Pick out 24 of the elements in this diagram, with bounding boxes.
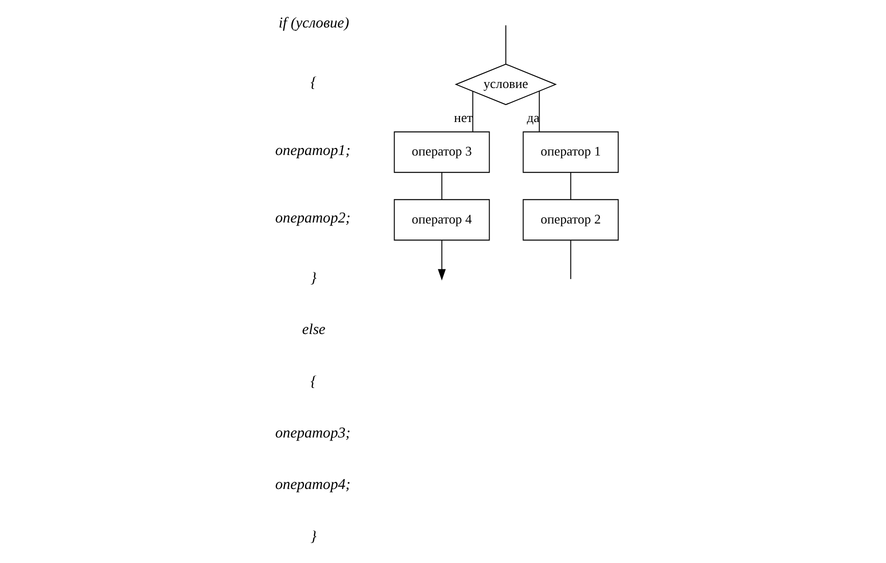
- node-diamond: условие: [454, 64, 557, 106]
- label: {: [310, 75, 317, 92]
- node-box: оператор 2: [522, 199, 619, 241]
- connector: [472, 90, 474, 132]
- connector: [570, 240, 572, 280]
- label: else: [302, 322, 326, 338]
- connector: [538, 90, 540, 132]
- connector: [570, 172, 572, 200]
- label: оператор4;: [275, 477, 351, 494]
- edge-label: да: [526, 110, 540, 125]
- label: оператор1;: [275, 142, 351, 159]
- connector: [441, 172, 442, 200]
- label: }: [310, 270, 317, 286]
- label: оператор2;: [275, 210, 351, 227]
- node-box: оператор 4: [394, 199, 490, 241]
- connector: [505, 24, 506, 65]
- label: }: [310, 528, 317, 545]
- node-box: оператор 1: [522, 131, 619, 173]
- node-box: оператор 3: [394, 131, 490, 173]
- label: {: [310, 374, 317, 390]
- label: if (условие): [278, 15, 350, 32]
- edge-label: нет: [454, 110, 473, 126]
- label: оператор3;: [275, 425, 351, 442]
- arrow: [438, 240, 446, 280]
